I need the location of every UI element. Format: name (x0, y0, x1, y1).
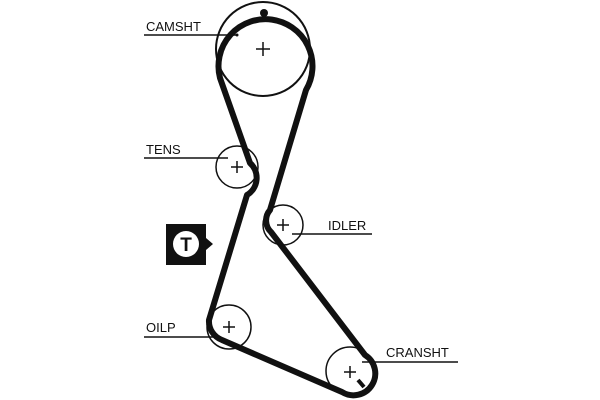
pulley-crankshaft (325, 346, 375, 396)
badge-letter: T (180, 235, 192, 256)
crank-timing-mark-icon (356, 378, 366, 389)
pulley-tensioner (215, 145, 259, 189)
label-tens: TENS (146, 142, 181, 157)
pulley-idler (262, 204, 304, 246)
label-oilp: OILP (146, 320, 176, 335)
tensioner-marker-icon: T (166, 224, 213, 265)
pulley-camshaft (215, 1, 311, 97)
label-idler: IDLER (328, 218, 366, 233)
timing-belt (205, 16, 379, 399)
label-cranksht: CRANSHT (386, 345, 449, 360)
label-camsht: CAMSHT (146, 19, 201, 34)
timing-mark-icon (260, 9, 268, 17)
pulley-oil-pump (206, 304, 252, 350)
